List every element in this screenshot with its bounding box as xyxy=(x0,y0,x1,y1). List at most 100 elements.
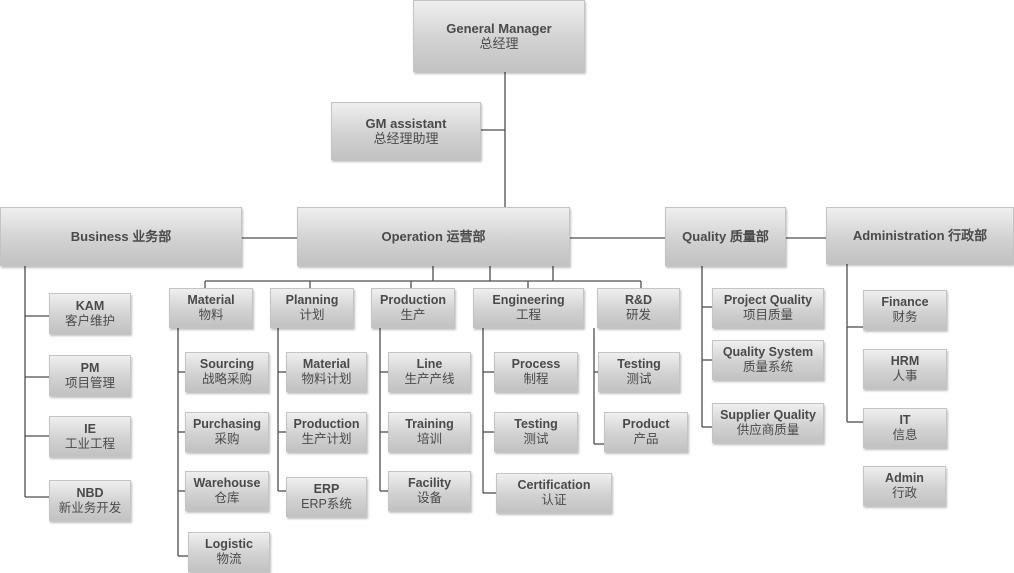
node-product-en: Product xyxy=(622,417,670,431)
node-rnd-testing: Testing 测试 xyxy=(598,352,680,392)
node-it-cn: 信息 xyxy=(892,428,918,442)
node-sourcing-en: Sourcing xyxy=(199,357,255,371)
node-line-cn: 生产产线 xyxy=(404,372,455,386)
node-finance-cn: 财务 xyxy=(892,310,918,324)
node-facility: Facility 设备 xyxy=(388,471,471,511)
node-planning-cn: 计划 xyxy=(299,308,325,322)
node-training-cn: 培训 xyxy=(416,432,442,446)
node-general-manager-en: General Manager xyxy=(446,21,552,36)
node-pm: PM 项目管理 xyxy=(49,355,131,396)
node-rnd: R&D 研发 xyxy=(597,288,680,328)
node-logistic: Logistic 物流 xyxy=(188,532,270,572)
node-logistic-en: Logistic xyxy=(205,537,253,551)
node-process-cn: 制程 xyxy=(523,372,549,386)
node-warehouse-en: Warehouse xyxy=(193,476,261,490)
node-engineering-en: Engineering xyxy=(492,293,565,307)
node-administration: Administration 行政部 xyxy=(826,207,1014,264)
node-quality-label: Quality 质量部 xyxy=(682,229,769,244)
node-hrm: HRM 人事 xyxy=(863,349,947,389)
node-eng-testing: Testing 测试 xyxy=(494,412,578,452)
node-erp: ERP ERP系统 xyxy=(286,477,367,517)
node-nbd: NBD 新业务开发 xyxy=(49,480,131,521)
node-finance: Finance 财务 xyxy=(863,290,947,330)
node-production-plan: Production 生产计划 xyxy=(286,412,367,452)
node-erp-en: ERP xyxy=(313,482,340,496)
node-pm-en: PM xyxy=(80,360,100,375)
node-ie-cn: 工业工程 xyxy=(64,436,115,451)
node-it: IT 信息 xyxy=(863,408,947,448)
node-sourcing-cn: 战略采购 xyxy=(201,372,252,386)
node-erp-cn: ERP系统 xyxy=(301,497,352,511)
node-pm-cn: 项目管理 xyxy=(64,375,115,390)
node-supplier-quality: Supplier Quality 供应商质量 xyxy=(712,403,824,443)
node-line: Line 生产产线 xyxy=(388,352,471,392)
node-operation: Operation 运营部 xyxy=(297,207,570,266)
node-project-quality-en: Project Quality xyxy=(723,293,813,307)
node-project-quality: Project Quality 项目质量 xyxy=(712,288,824,328)
node-material-plan: Material 物料计划 xyxy=(286,352,367,392)
node-material: Material 物料 xyxy=(169,288,253,328)
node-production-plan-en: Production xyxy=(293,417,360,431)
node-nbd-cn: 新业务开发 xyxy=(58,500,122,515)
node-administration-label: Administration 行政部 xyxy=(852,228,988,243)
node-production-en: Production xyxy=(380,293,446,307)
node-quality: Quality 质量部 xyxy=(665,207,786,266)
node-production: Production 生产 xyxy=(371,288,455,328)
node-process: Process 制程 xyxy=(494,352,578,392)
node-eng-testing-cn: 测试 xyxy=(523,432,549,446)
node-production-cn: 生产 xyxy=(400,308,426,322)
node-training-en: Training xyxy=(405,417,454,431)
node-facility-cn: 设备 xyxy=(416,491,442,505)
node-ie: IE 工业工程 xyxy=(49,416,131,457)
node-engineering-cn: 工程 xyxy=(515,308,541,322)
node-quality-system: Quality System 质量系统 xyxy=(712,340,824,380)
node-gm-assistant: GM assistant 总经理助理 xyxy=(331,102,481,160)
node-certification-en: Certification xyxy=(517,478,591,492)
node-supplier-quality-cn: 供应商质量 xyxy=(736,423,800,437)
node-quality-system-cn: 质量系统 xyxy=(742,360,793,374)
node-ie-en: IE xyxy=(84,421,96,436)
node-finance-en: Finance xyxy=(881,295,929,309)
node-it-en: IT xyxy=(899,413,911,427)
node-quality-system-en: Quality System xyxy=(722,345,814,359)
node-purchasing: Purchasing 采购 xyxy=(185,412,269,452)
node-rnd-en: R&D xyxy=(624,293,653,307)
node-gm-assistant-cn: 总经理助理 xyxy=(373,131,439,146)
node-eng-testing-en: Testing xyxy=(514,417,558,431)
node-material-cn: 物料 xyxy=(198,308,224,322)
node-kam: KAM 客户维护 xyxy=(49,293,131,334)
node-product: Product 产品 xyxy=(604,412,688,452)
node-supplier-quality-en: Supplier Quality xyxy=(720,408,816,422)
node-gm-assistant-en: GM assistant xyxy=(365,116,447,131)
node-admin-en: Admin xyxy=(885,471,924,485)
node-purchasing-en: Purchasing xyxy=(192,417,262,431)
node-material-en: Material xyxy=(187,293,235,307)
node-operation-label: Operation 运营部 xyxy=(381,229,486,244)
node-warehouse-cn: 仓库 xyxy=(214,491,240,505)
node-project-quality-cn: 项目质量 xyxy=(742,308,793,322)
node-production-plan-cn: 生产计划 xyxy=(301,432,352,446)
node-nbd-en: NBD xyxy=(76,485,104,500)
node-general-manager-cn: 总经理 xyxy=(479,36,519,51)
node-training: Training 培训 xyxy=(388,412,471,452)
node-line-en: Line xyxy=(416,357,443,371)
node-rnd-testing-cn: 测试 xyxy=(626,372,652,386)
node-process-en: Process xyxy=(511,357,561,371)
node-kam-cn: 客户维护 xyxy=(64,313,115,328)
node-facility-en: Facility xyxy=(407,476,452,490)
node-material-plan-cn: 物料计划 xyxy=(301,372,352,386)
node-rnd-cn: 研发 xyxy=(625,308,651,322)
node-rnd-testing-en: Testing xyxy=(617,357,661,371)
node-planning: Planning 计划 xyxy=(270,288,354,328)
node-purchasing-cn: 采购 xyxy=(214,432,240,446)
node-hrm-en: HRM xyxy=(890,354,920,368)
node-certification: Certification 认证 xyxy=(496,473,612,513)
node-material-plan-en: Material xyxy=(302,357,351,371)
node-planning-en: Planning xyxy=(285,293,339,307)
node-engineering: Engineering 工程 xyxy=(473,288,584,328)
node-hrm-cn: 人事 xyxy=(892,369,918,383)
node-sourcing: Sourcing 战略采购 xyxy=(185,352,269,392)
node-product-cn: 产品 xyxy=(633,432,659,446)
